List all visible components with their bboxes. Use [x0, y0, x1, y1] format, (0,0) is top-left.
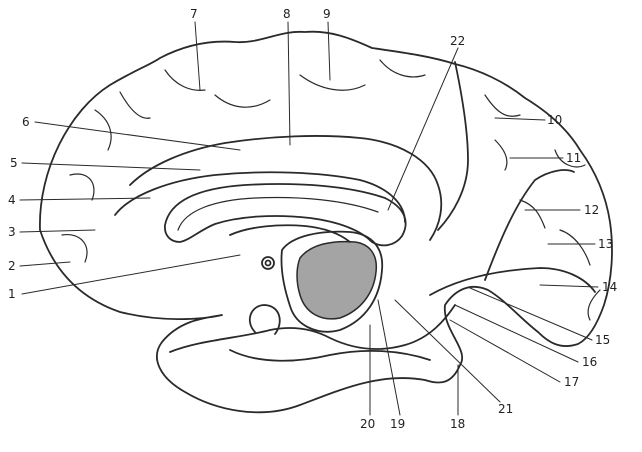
cuneus-contour: [484, 169, 575, 281]
label-7: 7: [190, 7, 198, 21]
label-14: 14: [602, 280, 618, 294]
label-20: 20: [360, 417, 376, 431]
label-4: 4: [8, 193, 16, 207]
label-13: 13: [598, 237, 614, 251]
calcarine-sulcus: [429, 267, 596, 296]
parieto-occipital-sulcus: [437, 61, 469, 231]
label-12: 12: [584, 203, 600, 217]
thalamus-region: [296, 240, 378, 320]
cingulate-sulcus: [129, 135, 443, 241]
label-10: 10: [547, 113, 563, 127]
parahippocampal-contour: [229, 349, 431, 362]
thalamus-outline: [280, 230, 384, 333]
small-nucleus: [264, 259, 272, 267]
uncus: [248, 304, 281, 335]
label-21: 21: [498, 402, 514, 416]
callosal-sulcus: [114, 171, 406, 223]
label-6: 6: [22, 115, 30, 129]
label-5: 5: [10, 156, 18, 170]
leader-lines: [19, 21, 599, 416]
label-2: 2: [8, 259, 16, 273]
label-8: 8: [283, 7, 291, 21]
label-19: 19: [390, 417, 406, 431]
label-3: 3: [8, 225, 16, 239]
label-16: 16: [582, 355, 598, 369]
label-18: 18: [450, 417, 466, 431]
fornix: [229, 224, 351, 243]
label-9: 9: [323, 7, 331, 21]
label-15: 15: [595, 333, 611, 347]
label-22: 22: [450, 34, 466, 48]
label-11: 11: [566, 151, 582, 165]
callosum-inner-line: [177, 196, 379, 231]
temporal-medial-contour: [169, 304, 456, 353]
label-17: 17: [564, 375, 580, 389]
corpus-callosum: [164, 183, 407, 247]
hemisphere-outline: [39, 30, 613, 414]
anterior-commissure: [261, 256, 275, 270]
label-1: 1: [8, 287, 16, 301]
